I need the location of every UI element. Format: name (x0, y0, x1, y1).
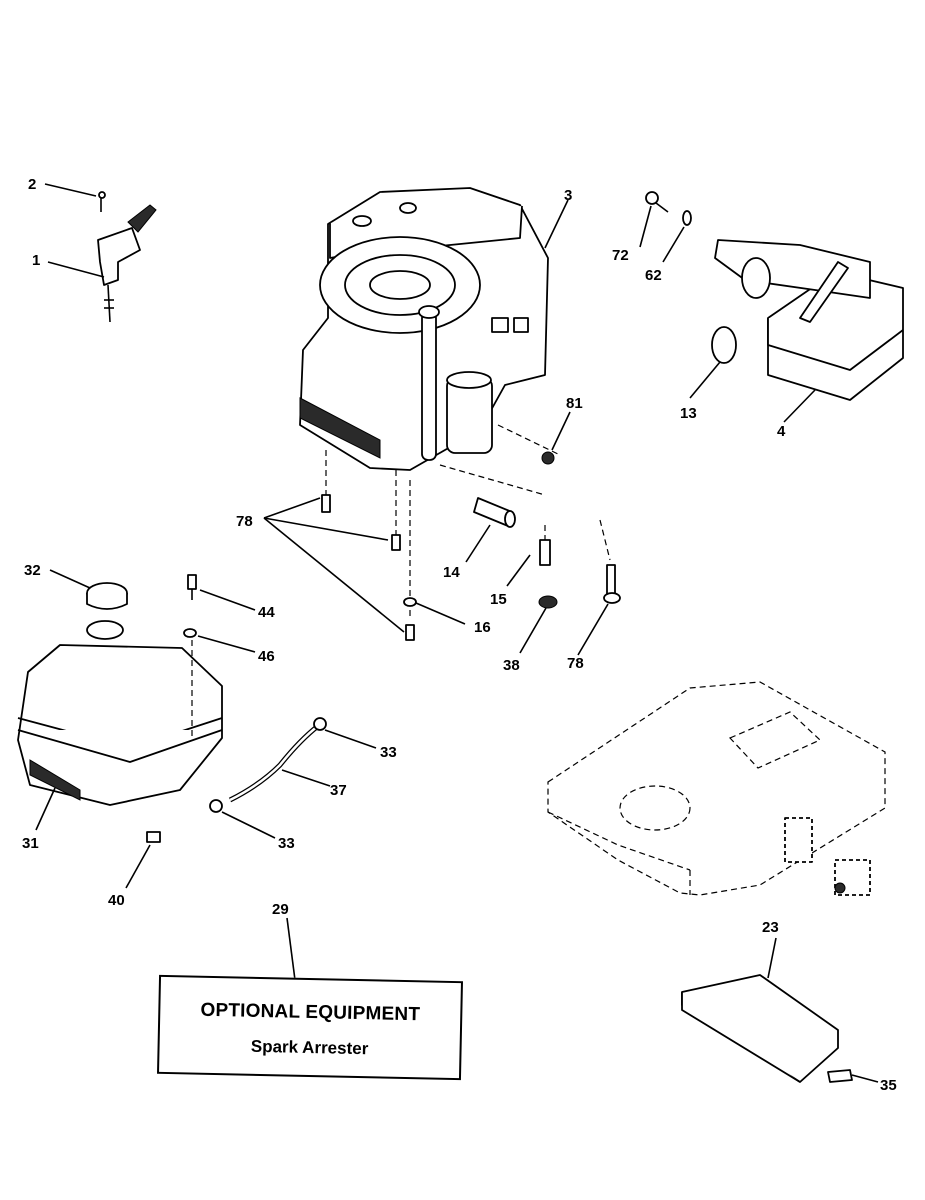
callout-40: 40 (108, 892, 125, 909)
throttle-control-part (97, 191, 157, 323)
callout-3: 3 (564, 187, 572, 204)
frame-plate (547, 681, 886, 896)
muffler-part (645, 191, 904, 401)
optional-equipment-item: Spark Arrester (250, 1036, 369, 1059)
engine-part (299, 187, 611, 620)
callout-13: 13 (680, 405, 697, 422)
drain-parts (321, 494, 621, 641)
callout-46: 46 (258, 648, 275, 665)
callout-29: 29 (272, 901, 289, 918)
callout-38: 38 (503, 657, 520, 674)
callout-16: 16 (474, 619, 491, 636)
callout-44: 44 (258, 604, 275, 621)
callout-15: 15 (490, 591, 507, 608)
callout-1: 1 (32, 252, 40, 269)
callout-33-top: 33 (380, 744, 397, 761)
fuel-tank-part (17, 574, 223, 806)
fuel-line-part (146, 717, 327, 843)
callout-37: 37 (330, 782, 347, 799)
callout-23: 23 (762, 919, 779, 936)
mounting-bracket-part (681, 974, 853, 1083)
callout-62: 62 (645, 267, 662, 284)
callout-33-bottom: 33 (278, 835, 295, 852)
optional-equipment-title: OPTIONAL EQUIPMENT (200, 999, 421, 1026)
callout-35: 35 (880, 1077, 897, 1094)
callout-2: 2 (28, 176, 36, 193)
callout-31: 31 (22, 835, 39, 852)
optional-equipment-box: OPTIONAL EQUIPMENT Spark Arrester (156, 974, 464, 1081)
callout-32: 32 (24, 562, 41, 579)
callout-72: 72 (612, 247, 629, 264)
callout-81: 81 (566, 395, 583, 412)
callout-4: 4 (777, 423, 786, 440)
callout-78-left: 78 (236, 513, 253, 530)
callout-14: 14 (443, 564, 460, 581)
callout-78-right: 78 (567, 655, 584, 672)
